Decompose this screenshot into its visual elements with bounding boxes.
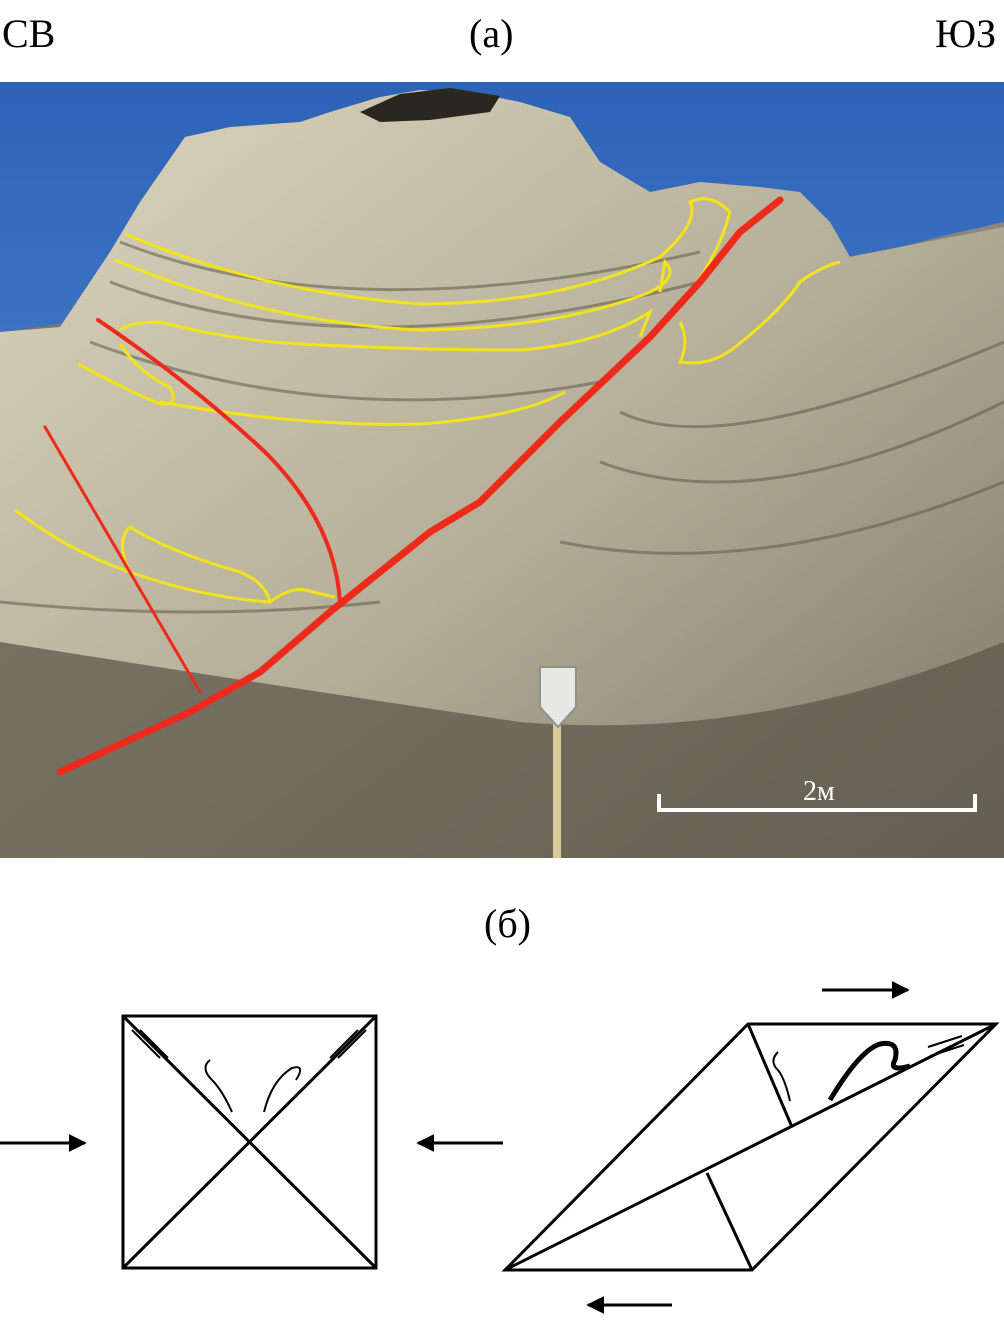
outcrop-photo: 2м — [0, 82, 1004, 858]
panel-label-a: (а) — [469, 11, 514, 56]
fold-sketch-left — [204, 1059, 233, 1113]
panel-label-b: (б) — [484, 901, 531, 946]
outcrop-body — [0, 90, 1004, 858]
shear-diagonal — [504, 1022, 997, 1272]
fold-sketch-right — [263, 1066, 302, 1113]
shovel — [539, 666, 577, 858]
shear-plane-2 — [121, 1014, 378, 1270]
fault-left — [43, 425, 202, 694]
layer-outlines — [14, 197, 841, 605]
fold-sketch-large — [827, 1040, 911, 1102]
direction-label-southwest: ЮЗ — [935, 11, 997, 56]
main-fault — [56, 196, 784, 776]
direction-label-northeast: СВ — [2, 11, 56, 56]
shear-diagram — [0, 981, 1000, 1314]
pure-shear-square — [121, 1014, 378, 1270]
lower-rock — [0, 642, 1004, 858]
outcrop-crest — [360, 88, 500, 122]
fault-curved — [96, 318, 342, 604]
scale-bar-label: 2м — [803, 776, 835, 807]
fault-lines — [43, 196, 784, 776]
scale-bar — [657, 794, 977, 812]
fold-sketch-small — [772, 1051, 791, 1102]
